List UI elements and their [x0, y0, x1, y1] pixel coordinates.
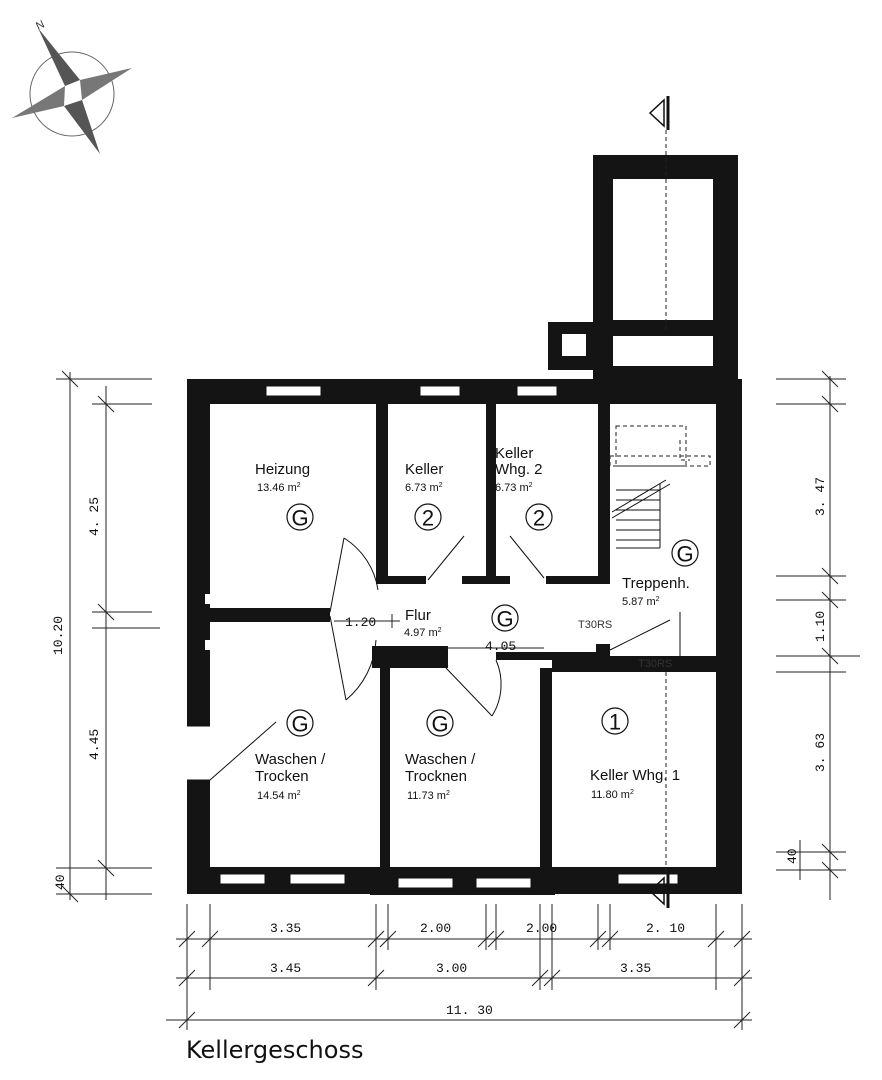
room-waschen1-area: 14.54 m2: [257, 790, 301, 802]
room-kellerwhg2-area: 6.73 m2: [495, 482, 533, 494]
bottom-dimension-chains: 3.35 2.00 2.00 2. 10 3.45 3.00 3.35 11. …: [166, 904, 752, 1030]
room-kellerwhg1-area: 11.80 m2: [591, 789, 634, 801]
door-swings: [329, 535, 681, 717]
dim-bottom1-c: 2.00: [526, 921, 557, 936]
room-keller2-area: 6.73 m2: [405, 482, 443, 494]
dim-right-lower: 3. 63: [813, 733, 828, 772]
dim-bottom2-a: 3.45: [270, 961, 301, 976]
north-label: N: [34, 18, 46, 32]
room-treppenh-area: 5.87 m2: [622, 596, 660, 608]
dim-bottom2-b: 3.00: [436, 961, 467, 976]
fire-door-tags: T30RS T30RS: [578, 619, 672, 670]
badge-treppenh: G: [676, 542, 693, 567]
left-light-well: [187, 594, 277, 781]
inner-dimensions: 1.20 4.05: [334, 614, 544, 654]
tag-t30rs-b: T30RS: [638, 658, 672, 670]
badge-waschen2: G: [431, 712, 448, 737]
dim-bottom1-b: 2.00: [420, 921, 451, 936]
dim-right-upper: 3. 47: [813, 477, 828, 516]
dim-left-bottom: 40: [53, 874, 68, 890]
tag-t30rs-a: T30RS: [578, 619, 612, 631]
room-keller2-name: Keller: [405, 461, 443, 478]
room-badges: G 2 2 G G G G 1: [286, 503, 699, 737]
room-waschen1-name: Waschen /: [255, 751, 326, 768]
badge-flur: G: [496, 607, 513, 632]
dim-left-lower: 4.45: [87, 729, 102, 760]
badge-waschen1: G: [291, 712, 308, 737]
dim-bottom1-d: 2. 10: [646, 921, 685, 936]
staircase: [609, 425, 711, 549]
dim-right-mid: 1.10: [813, 611, 828, 642]
windows-bottom: [219, 873, 679, 889]
outer-walls: [187, 379, 742, 895]
inner-walls: [210, 404, 716, 868]
room-waschen2-area: 11.73 m2: [407, 790, 450, 802]
room-heizung-area: 13.46 m2: [257, 482, 301, 494]
room-kellerwhg2-name: Keller: [495, 445, 533, 462]
section-markers: [648, 96, 670, 908]
room-labels: Heizung 13.46 m2 Keller 6.73 m2 Keller W…: [255, 445, 690, 802]
right-dimension-chain: 3. 47 1.10 3. 63 40: [776, 370, 860, 900]
dim-left-total: 10.20: [51, 616, 66, 655]
room-waschen2-name2: Trocknen: [405, 768, 467, 785]
windows-top: [265, 385, 558, 397]
room-kellerwhg1-name: Keller Whg. 1: [590, 767, 680, 784]
plan-title: Kellergeschoss: [186, 1036, 364, 1064]
room-heizung-name: Heizung: [255, 461, 310, 478]
dim-flur-width: 1.20: [345, 615, 376, 630]
room-treppenh-name: Treppenh.: [622, 575, 690, 592]
compass-rose-icon: N: [12, 18, 132, 154]
dim-bottom1-a: 3.35: [270, 921, 301, 936]
dim-left-upper: 4. 25: [87, 497, 102, 536]
badge-kellerwhg2: 2: [533, 506, 545, 531]
badge-heizung: G: [291, 506, 308, 531]
dim-bottom2-c: 3.35: [620, 961, 651, 976]
dim-right-bottom: 40: [785, 848, 800, 864]
annex-tower: [548, 130, 738, 381]
room-waschen2-name: Waschen /: [405, 751, 476, 768]
left-dimension-chain: 10.20 4. 25 4.45 40: [51, 370, 160, 903]
room-flur-area: 4.97 m2: [404, 627, 442, 639]
room-flur-name: Flur: [405, 607, 431, 624]
badge-keller2: 2: [422, 506, 434, 531]
room-kellerwhg2-name2: Whg. 2: [495, 461, 543, 478]
dim-total-width: 11. 30: [446, 1003, 493, 1018]
dim-corridor: 4.05: [485, 639, 516, 654]
badge-kellerwhg1: 1: [609, 710, 621, 735]
room-waschen1-name2: Trocken: [255, 768, 309, 785]
